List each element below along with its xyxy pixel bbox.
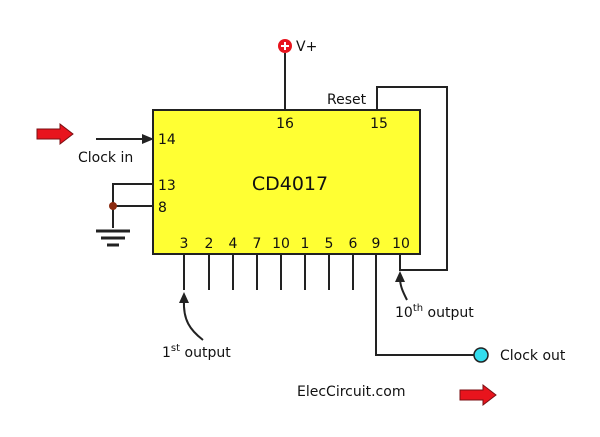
tenth-output-label: 10th output [395,303,474,321]
tenth-output-num: 10 [395,305,413,321]
bottom-pin-label: 2 [205,236,214,252]
red-arrow-icon [459,383,497,407]
clock-in-arrowhead [142,134,154,144]
tenth-output-text: output [423,305,474,321]
clock-out-wire [375,254,474,356]
bottom-pin-label: 3 [180,236,189,252]
bottom-pin-label: 1 [301,236,310,252]
vplus-icon [278,39,292,53]
site-label: ElecCircuit.com [297,384,405,400]
bottom-pin-label: 9 [372,236,381,252]
pin-16-label: 16 [276,116,294,132]
pin-15-label: 15 [370,116,388,132]
reset-loop-wire [376,86,448,271]
clock-in-label: Clock in [78,150,133,166]
first-output-num: 1 [162,345,171,361]
bottom-pin-label: 7 [253,236,262,252]
terminal-dot-icon [473,347,489,363]
tenth-output-sup: th [413,303,423,314]
output-pin-leads [183,254,354,290]
first-output-arrowhead [179,292,189,303]
ground-icon [96,229,130,247]
clock-out-label: Clock out [500,348,566,364]
pin-8-label: 8 [158,200,167,216]
first-output-sup: st [171,343,180,354]
first-output-label: 1st output [162,343,231,361]
bottom-pin-label: 5 [325,236,334,252]
red-arrow-icon [36,122,74,146]
bottom-pin-label: 10 [392,236,410,252]
first-output-text: output [180,345,231,361]
vplus-label: V+ [296,39,317,55]
bottom-pin-label: 4 [229,236,238,252]
pin-13-label: 13 [158,178,176,194]
pin-13-wire [112,183,153,228]
ground-junction-dot [109,202,117,210]
bottom-pin-labels: 3 2 4 7 10 1 5 6 9 10 [180,236,410,252]
bottom-pin-label: 10 [272,236,290,252]
ic-body [152,109,421,255]
pin-14-label: 14 [158,132,176,148]
bottom-pin-label: 6 [349,236,358,252]
first-output-pointer [182,299,204,341]
ic-name: CD4017 [252,173,328,195]
reset-label: Reset [327,92,367,108]
tenth-output-arrowhead [395,271,405,282]
